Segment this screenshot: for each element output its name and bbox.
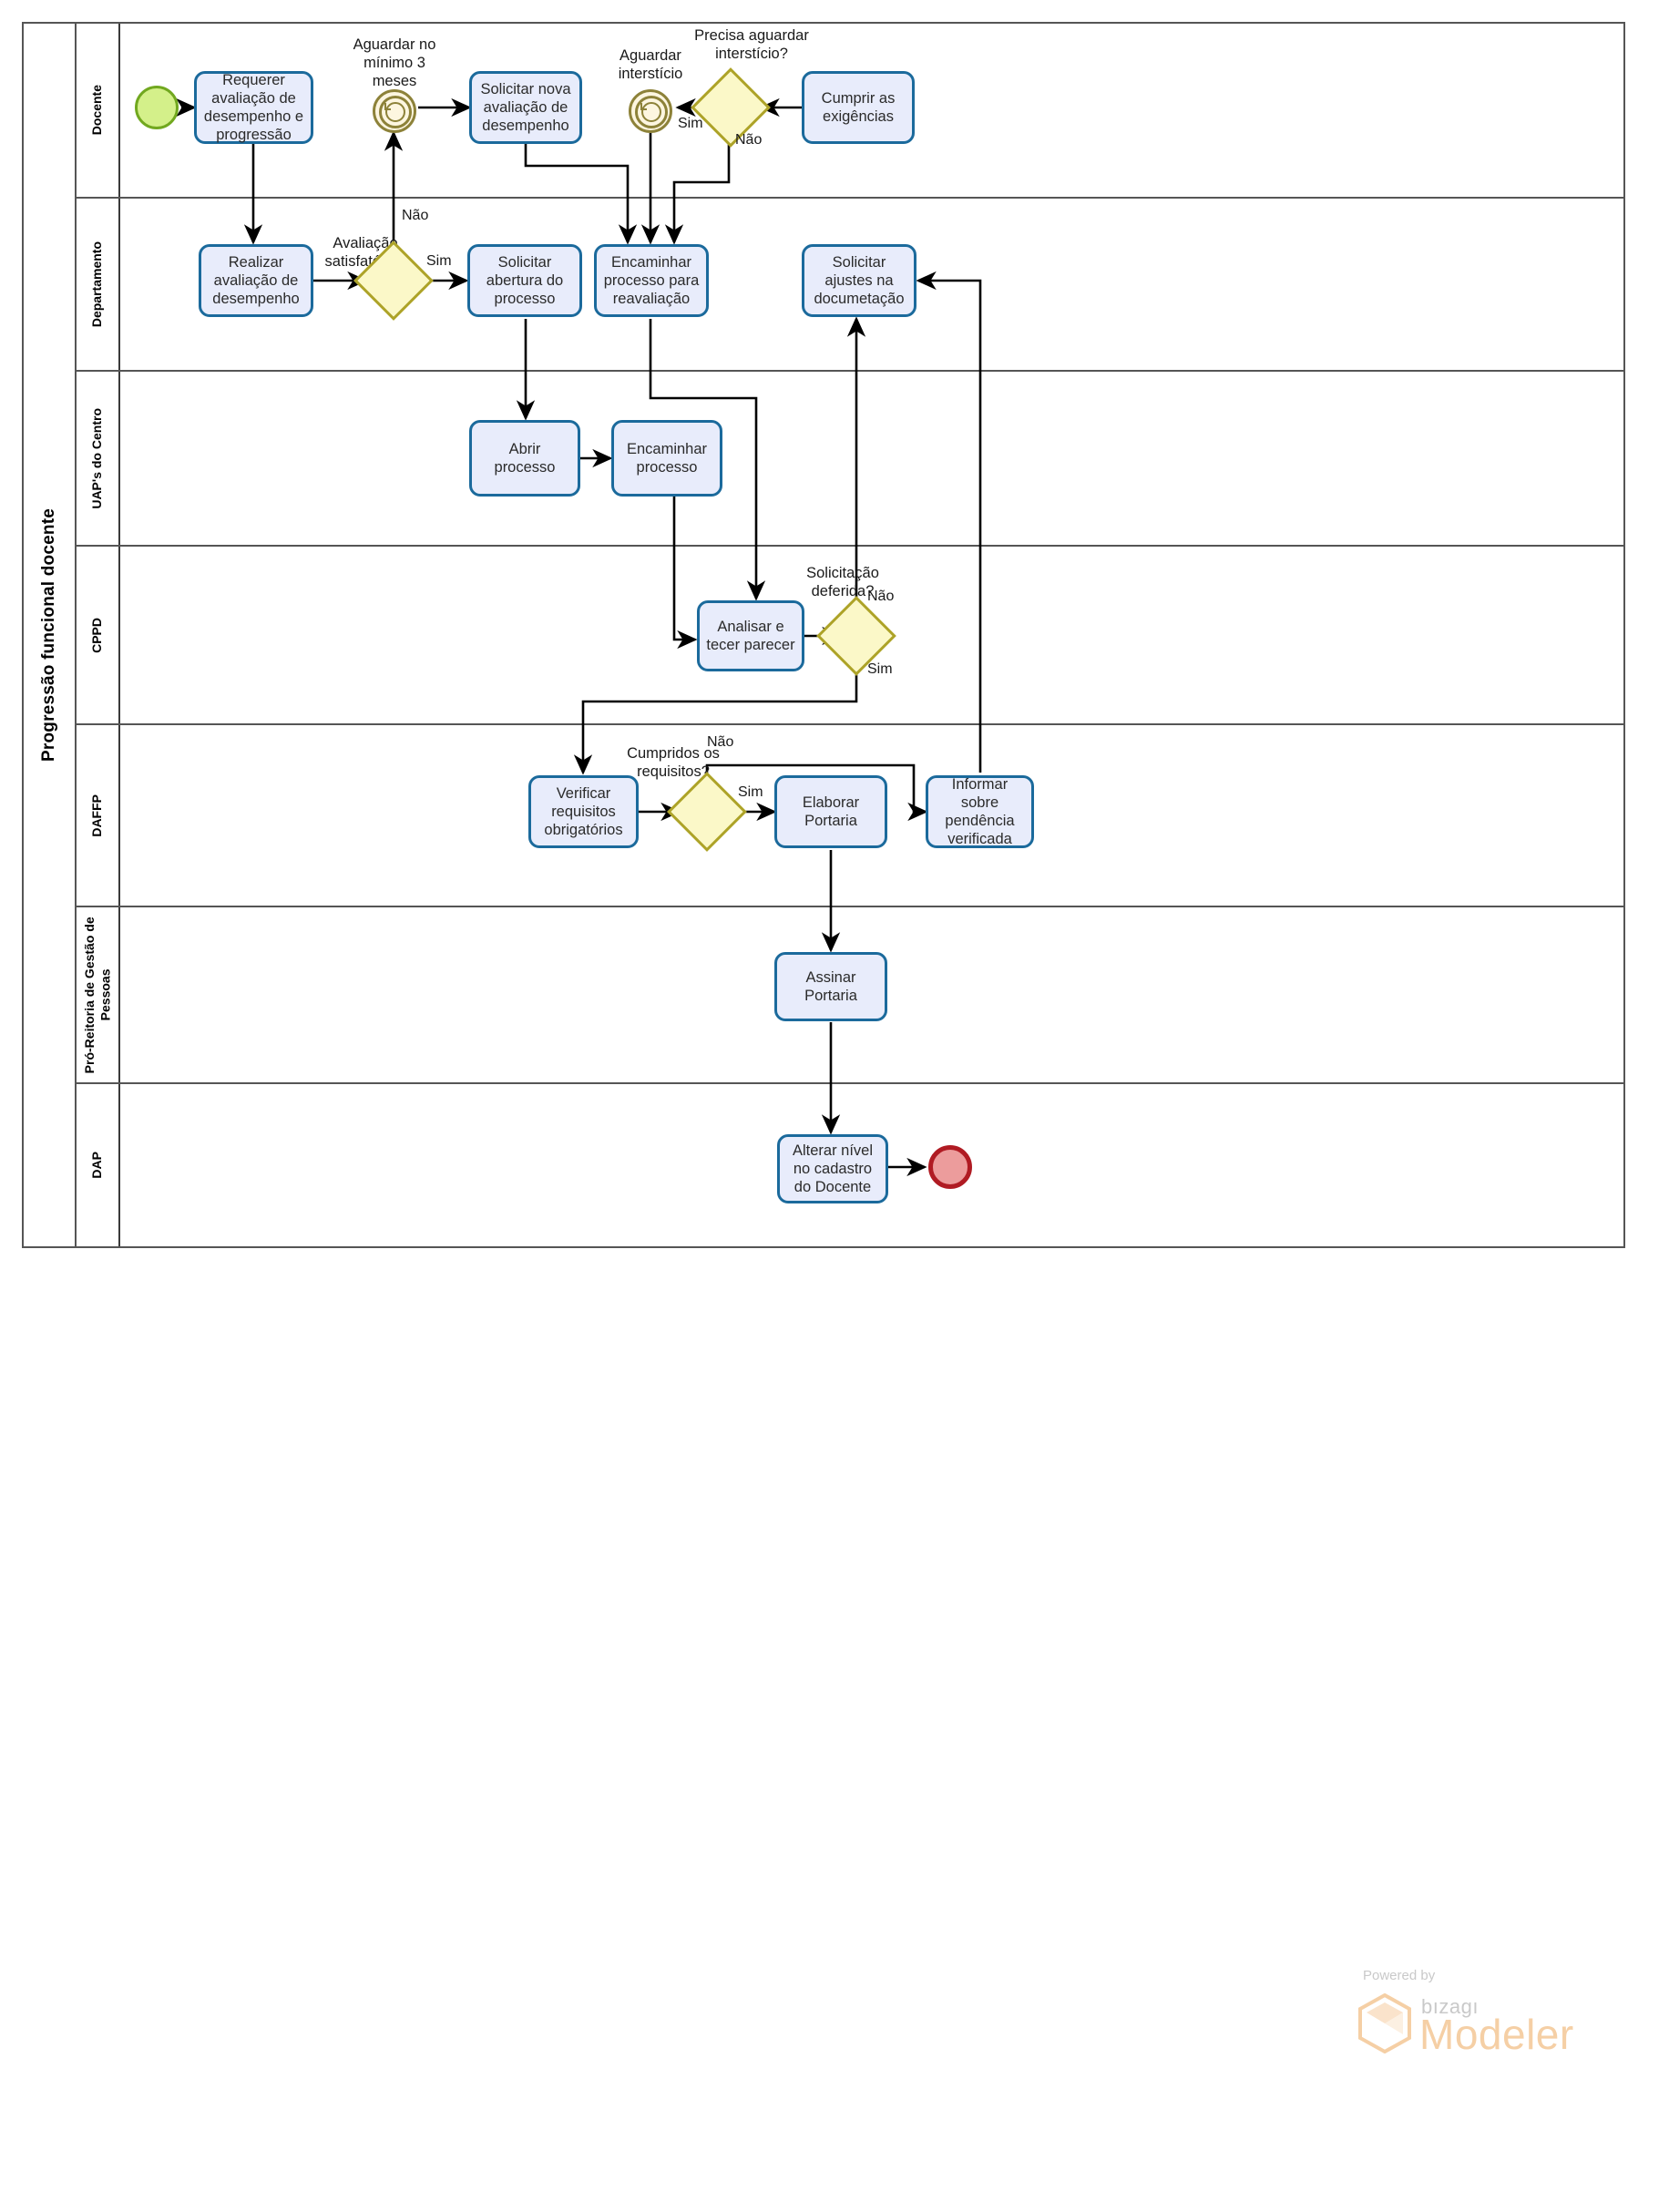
task-elaborar-portaria[interactable]: Elaborar Portaria <box>774 775 887 848</box>
end-event[interactable] <box>928 1145 972 1189</box>
task-abrir-processo[interactable]: Abrir processo <box>469 420 580 497</box>
task-solicitar-ajustes-documentacao[interactable]: Solicitar ajustes na documetação <box>802 244 916 317</box>
lane-header-departamento: Departamento <box>77 199 120 370</box>
task-encaminhar-processo-reavaliacao[interactable]: Encaminhar processo para reavaliação <box>594 244 709 317</box>
task-solicitar-nova-avaliacao[interactable]: Solicitar nova avaliação de desempenho <box>469 71 582 144</box>
pool-header: Progressão funcional docente <box>24 24 77 1246</box>
timer-label-aguardar-intersticio: Aguardar interstício <box>618 47 683 82</box>
flow-label-avaliacao-sim: Sim <box>426 253 452 269</box>
task-encaminhar-processo[interactable]: Encaminhar processo <box>611 420 722 497</box>
timer-label-aguardar-3-meses: Aguardar no mínimo 3 meses <box>353 36 436 89</box>
task-informar-pendencia-verificada[interactable]: Informar sobre pendência verificada <box>926 775 1034 848</box>
logo-powered-by-text: Powered by <box>1363 1968 1436 1983</box>
bizagi-hexagon-icon <box>1358 1993 1411 2053</box>
task-requerer-avaliacao[interactable]: Requerer avaliação de desempenho e progr… <box>194 71 313 144</box>
lane-header-prgp: Pró-Reitoria de Gestão de Pessoas <box>77 907 120 1082</box>
task-realizar-avaliacao-desempenho[interactable]: Realizar avaliação de desempenho <box>199 244 313 317</box>
lane-header-cppd: CPPD <box>77 547 120 723</box>
lane-docente: Docente <box>77 24 1625 199</box>
lane-cppd: CPPD <box>77 547 1625 725</box>
logo-modeler-text: Modeler <box>1419 2011 1574 2058</box>
lane-header-dap: DAP <box>77 1084 120 1246</box>
lane-daffp: DAFFP <box>77 725 1625 907</box>
task-solicitar-abertura-processo[interactable]: Solicitar abertura do processo <box>467 244 582 317</box>
flow-label-intersticio-nao: Não <box>735 132 763 148</box>
lane-header-docente: Docente <box>77 24 120 197</box>
flow-label-deferida-sim: Sim <box>867 661 893 677</box>
lane-uaps-do-centro: UAP's do Centro <box>77 372 1625 547</box>
lane-pro-reitoria-gestao-pessoas: Pró-Reitoria de Gestão de Pessoas <box>77 907 1625 1084</box>
task-cumprir-exigencias[interactable]: Cumprir as exigências <box>802 71 915 144</box>
gateway-label-cumpridos-requisitos: Cumpridos os requisitos? <box>627 745 720 780</box>
lane-header-uaps: UAP's do Centro <box>77 372 120 545</box>
task-verificar-requisitos-obrigatorios[interactable]: Verificar requisitos obrigatórios <box>528 775 639 848</box>
task-analisar-tecer-parecer[interactable]: Analisar e tecer parecer <box>697 600 804 671</box>
timer-event-aguardar-3-meses[interactable] <box>373 89 416 133</box>
flow-label-requisitos-sim: Sim <box>738 784 763 800</box>
flow-label-deferida-nao: Não <box>867 589 895 604</box>
task-alterar-nivel-cadastro-docente[interactable]: Alterar nível no cadastro do Docente <box>777 1134 888 1203</box>
flow-label-intersticio-sim: Sim <box>678 116 703 131</box>
flow-label-avaliacao-nao: Não <box>402 208 429 223</box>
gateway-label-solicitacao-deferida: Solicitação deferida? <box>806 565 879 599</box>
start-event[interactable] <box>135 86 179 129</box>
lane-header-daffp: DAFFP <box>77 725 120 906</box>
task-assinar-portaria[interactable]: Assinar Portaria <box>774 952 887 1021</box>
timer-event-aguardar-intersticio[interactable] <box>629 89 672 133</box>
lane-dap: DAP <box>77 1084 1625 1246</box>
logo-bizagi-text: bızagı <box>1421 1995 1479 2018</box>
flow-label-requisitos-nao: Não <box>707 734 734 750</box>
bizagi-modeler-logo: Powered by bızagı Modeler <box>1310 1968 1583 2077</box>
lane-departamento: Departamento <box>77 199 1625 372</box>
gateway-label-precisa-aguardar-intersticio: Precisa aguardar interstício? <box>694 27 809 62</box>
